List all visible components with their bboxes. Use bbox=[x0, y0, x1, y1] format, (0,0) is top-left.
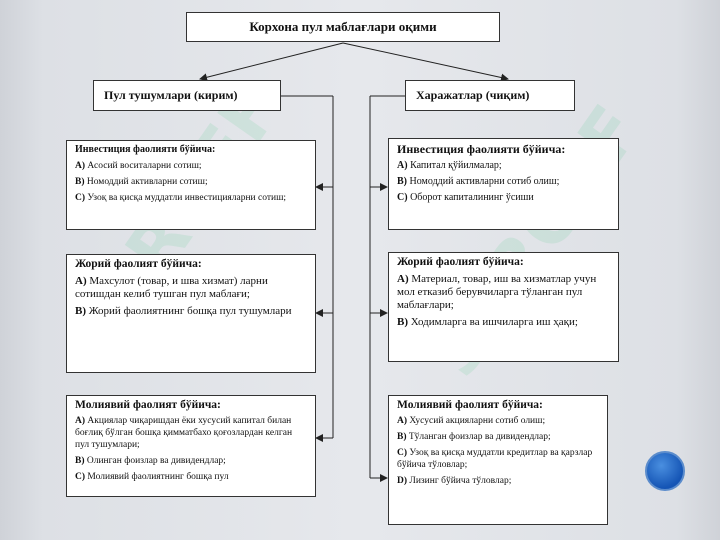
arrow-to-expense bbox=[342, 42, 509, 82]
list-item: А) Капитал қўйилмалар; bbox=[397, 160, 502, 171]
list-item: С) Узоқ ва қисқа муддатли инвестицияларн… bbox=[75, 193, 287, 203]
income-investment-panel: Инвестиция фаолияти бўйича: А) Асосий во… bbox=[66, 140, 316, 230]
panel-heading: Жорий фаолият бўйича: bbox=[75, 258, 202, 270]
list-item: А) Асосий воситаларни сотиш; bbox=[75, 161, 202, 171]
list-item: С) Молиявий фаолиятнинг бошқа пул bbox=[75, 472, 229, 482]
panel-heading: Жорий фаолият бўйича: bbox=[397, 256, 524, 268]
list-item: D) Лизинг бўйича тўловлар; bbox=[397, 476, 512, 486]
income-header: Пул тушумлари (кирим) bbox=[93, 80, 281, 111]
arrow-to-income bbox=[199, 42, 344, 82]
list-item: А) Материал, товар, иш ва хизматлар учун… bbox=[397, 273, 597, 311]
list-item: В) Жорий фаолиятнинг бошқа пул тушумлари bbox=[75, 305, 292, 317]
expense-header: Харажатлар (чиқим) bbox=[405, 80, 575, 111]
panel-heading: Инвестиция фаолияти бўйича: bbox=[397, 142, 566, 156]
panel-heading: Инвестиция фаолияти бўйича: bbox=[75, 144, 216, 155]
list-item: В) Олинган фоизлар ва дивидендлар; bbox=[75, 456, 226, 466]
income-operating-panel: Жорий фаолият бўйича: А) Махсулот (товар… bbox=[66, 254, 316, 373]
list-item: А) Махсулот (товар, и шва хизмат) ларни … bbox=[75, 275, 268, 300]
list-item: В) Тўланган фоизлар ва дивидендлар; bbox=[397, 432, 551, 442]
list-item: С) Оборот капиталининг ўсиши bbox=[397, 192, 534, 203]
diagram-title: Корхона пул маблағлари оқими bbox=[186, 12, 500, 42]
panel-heading: Молиявий фаолият бўйича: bbox=[75, 399, 221, 411]
expense-investment-panel: Инвестиция фаолияти бўйича: А) Капитал қ… bbox=[388, 138, 619, 230]
list-item: С) Узоқ ва қисқа муддатли кредитлар ва қ… bbox=[397, 448, 593, 470]
blue-circle-button[interactable] bbox=[645, 451, 685, 491]
income-financial-panel: Молиявий фаолият бўйича: А) Акциялар чиқ… bbox=[66, 395, 316, 497]
list-item: В) Номоддий активларни сотиш; bbox=[75, 177, 208, 187]
list-item: А) Хусусий акцияларни сотиб олиш; bbox=[397, 416, 546, 426]
expense-financial-panel: Молиявий фаолият бўйича: А) Хусусий акци… bbox=[388, 395, 608, 525]
list-item: В) Ходимларга ва ишчиларга иш ҳақи; bbox=[397, 316, 578, 328]
panel-heading: Молиявий фаолият бўйича: bbox=[397, 399, 543, 411]
expense-operating-panel: Жорий фаолият бўйича: А) Материал, товар… bbox=[388, 252, 619, 362]
list-item: А) Акциялар чиқаришдан ёки хусусий капит… bbox=[75, 416, 293, 450]
list-item: В) Номоддий активларни сотиб олиш; bbox=[397, 176, 560, 187]
